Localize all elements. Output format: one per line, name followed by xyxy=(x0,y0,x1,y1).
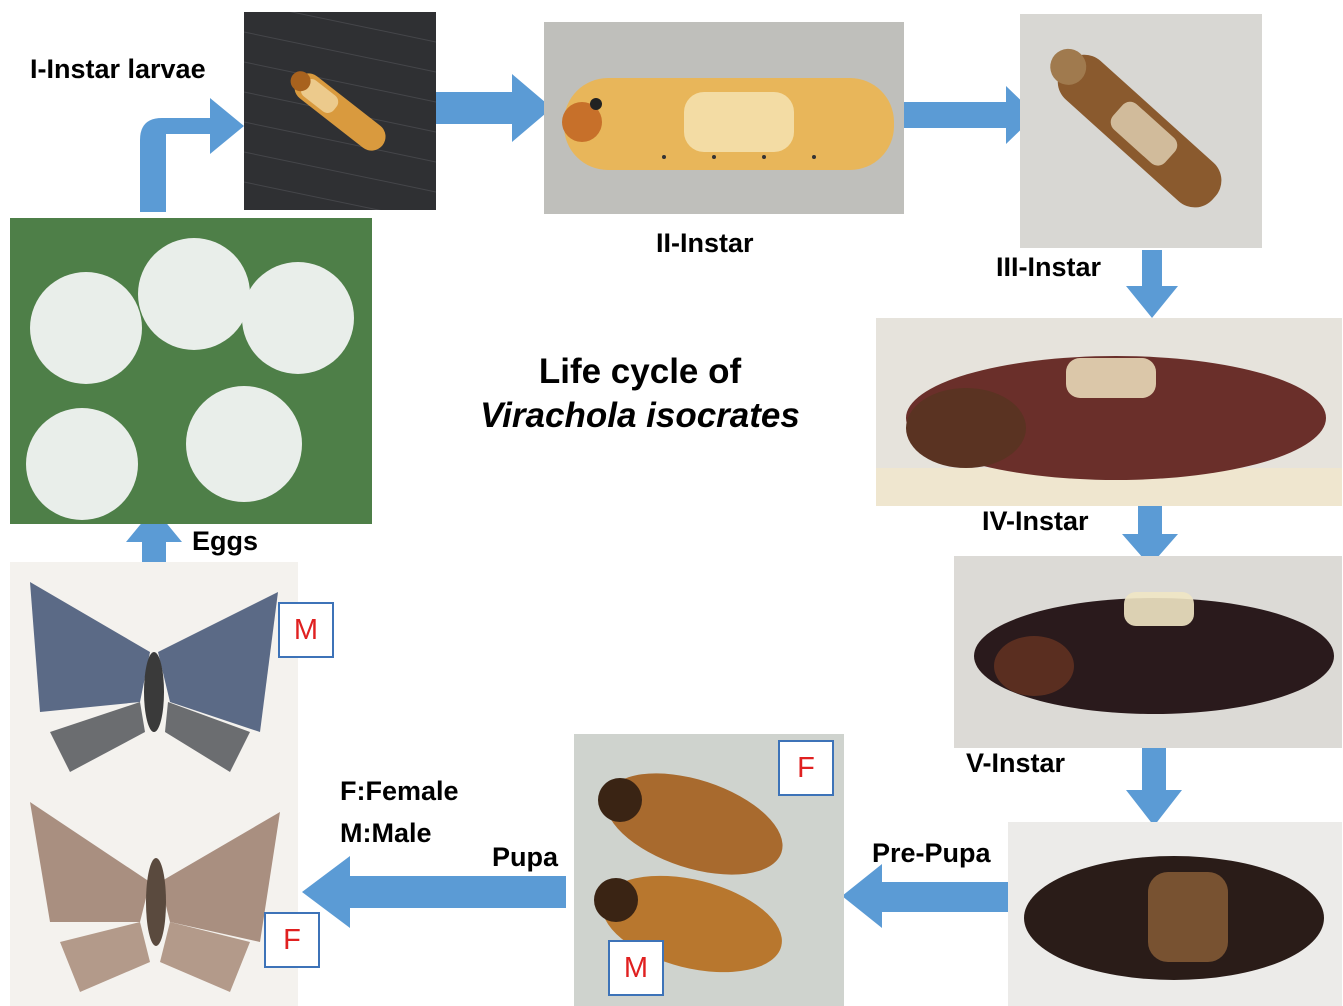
label-instar4: IV-Instar xyxy=(982,506,1089,537)
arrow-instar5-to-prepupa xyxy=(1126,748,1182,826)
label-instar1: I-Instar larvae xyxy=(30,54,206,85)
instar3-photo xyxy=(1020,14,1262,248)
adults-photo xyxy=(10,562,298,1006)
species-name: Virachola isocrates xyxy=(440,396,840,436)
arrow-eggs-to-instar1 xyxy=(140,98,244,212)
label-instar5: V-Instar xyxy=(966,748,1065,779)
legend-male: M:Male xyxy=(340,818,432,849)
label-prepupa: Pre-Pupa xyxy=(872,838,991,869)
arrow-instar1-to-instar2 xyxy=(436,74,552,142)
female-mark-pupa: F xyxy=(778,740,834,796)
label-instar2: II-Instar xyxy=(656,228,754,259)
male-mark-pupa: M xyxy=(608,940,664,996)
arrow-instar3-to-instar4 xyxy=(1126,250,1178,318)
label-eggs: Eggs xyxy=(192,526,258,557)
legend-female: F:Female xyxy=(340,776,459,807)
prepupa-photo xyxy=(1008,822,1342,1006)
arrow-prepupa-to-pupa xyxy=(842,864,1008,928)
instar5-photo xyxy=(954,556,1342,748)
label-pupa: Pupa xyxy=(492,842,558,873)
female-mark-adult: F xyxy=(264,912,320,968)
instar1-photo xyxy=(244,12,436,210)
eggs-photo xyxy=(10,218,372,524)
arrow-instar2-to-instar3 xyxy=(904,86,1036,144)
male-mark-adult: M xyxy=(278,602,334,658)
label-instar3: III-Instar xyxy=(996,252,1101,283)
instar4-photo xyxy=(876,318,1342,506)
diagram-title: Life cycle of xyxy=(440,352,840,392)
instar2-photo xyxy=(544,22,904,214)
